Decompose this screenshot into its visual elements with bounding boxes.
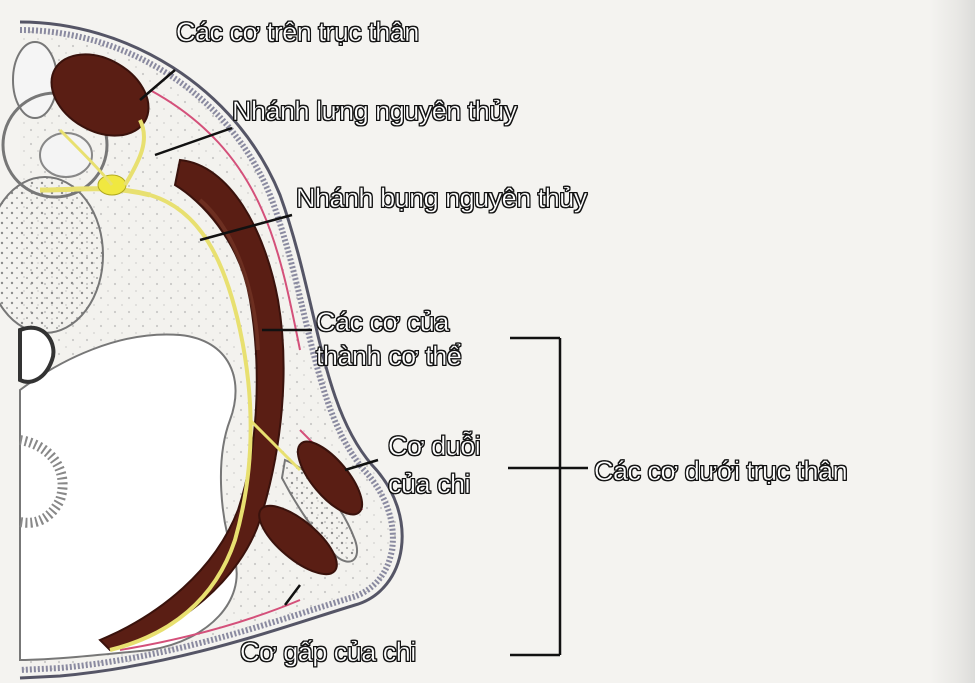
label-extensor-1: Cơ duỗi [388,431,481,461]
ventral-ramus-nerve [109,193,253,652]
dermis [149,89,301,351]
leader-ventral-ramus [199,213,293,242]
label-ventral-ramus: Nhánh bụng nguyên thủy [296,183,588,213]
flexor-muscle [258,504,338,576]
gut-lumen [18,325,56,384]
leader-lines [139,69,588,657]
extensor-muscle [296,440,364,516]
vertebral-body [0,176,104,334]
label-body-wall-2: thành cơ thể [316,341,462,371]
body-wall-muscle-highlight [198,198,260,351]
label-flexor: Cơ gấp của chi [240,637,417,667]
skin-outer [19,20,404,680]
leader-dorsal-ramus [154,126,233,157]
spinal-nerve [39,186,151,198]
leader-epaxial [139,69,176,101]
label-axial-muscles: Các cơ trên trục thân [176,17,420,47]
dorsal-ramus-nerve [123,119,146,187]
body-cavity [19,333,238,662]
label-hypaxial-muscles: Các cơ dưới trục thân [594,456,848,486]
label-extensor-2: của chi [388,469,471,499]
skin-dashed [19,27,396,673]
page-edge-shadow [930,0,975,683]
nerve-branch-top [58,128,114,186]
nerve-branch-limb [248,418,302,472]
label-dorsal-ramus: Nhánh lưng nguyên thủy [232,96,518,126]
leader-extensor [344,458,379,472]
leader-flexor [284,584,301,606]
spinal-ganglion [39,132,93,178]
label-body-wall-1: Các cơ của [316,307,450,337]
dermis-bottom [119,599,301,651]
epaxial-muscle [50,53,150,137]
